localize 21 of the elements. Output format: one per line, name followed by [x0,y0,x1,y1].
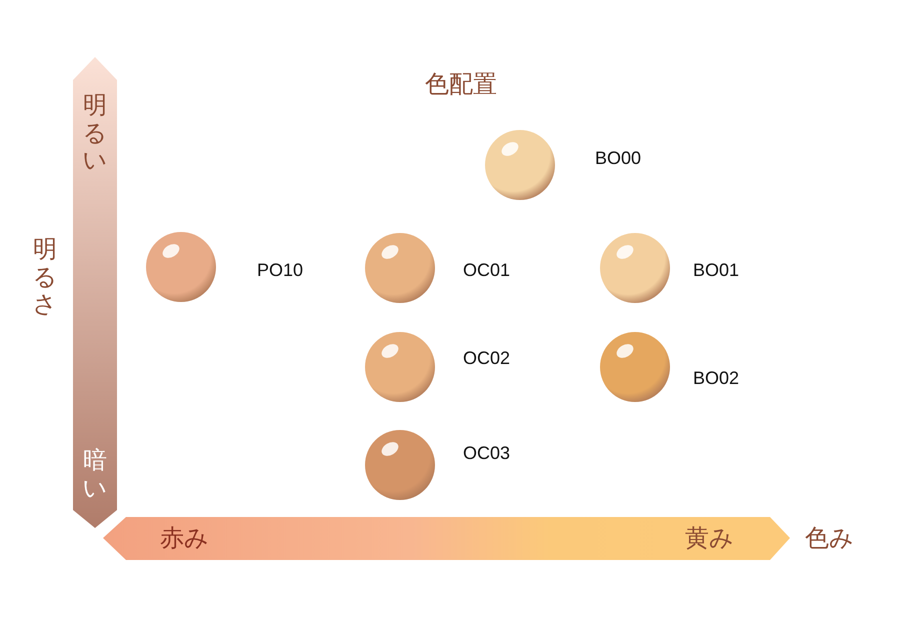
shade-code: BO02 [693,368,740,389]
shade-sphere [364,331,436,403]
shade-code: BO01 [693,260,740,281]
axis-label: 明るい [82,92,108,175]
axis-label: 暗い [82,447,108,502]
shade-code: PO10 [257,260,304,281]
shade-sphere [599,331,671,403]
chart-title: 色配置 [425,72,497,96]
shade-sphere [599,232,671,304]
shade-code: OC02 [463,348,510,369]
shade-code: OC01 [463,260,510,281]
shade-sphere [364,232,436,304]
axis-label: 黄み [685,526,734,550]
shade-code: OC03 [463,443,510,464]
shade-sphere [484,129,556,201]
axis-label: 明るさ [32,236,58,319]
shade-sphere [145,231,217,303]
axis-label: 色み [805,526,854,550]
shade-sphere [364,429,436,501]
shade-code: BO00 [595,148,642,169]
axis-label: 赤み [160,526,209,550]
